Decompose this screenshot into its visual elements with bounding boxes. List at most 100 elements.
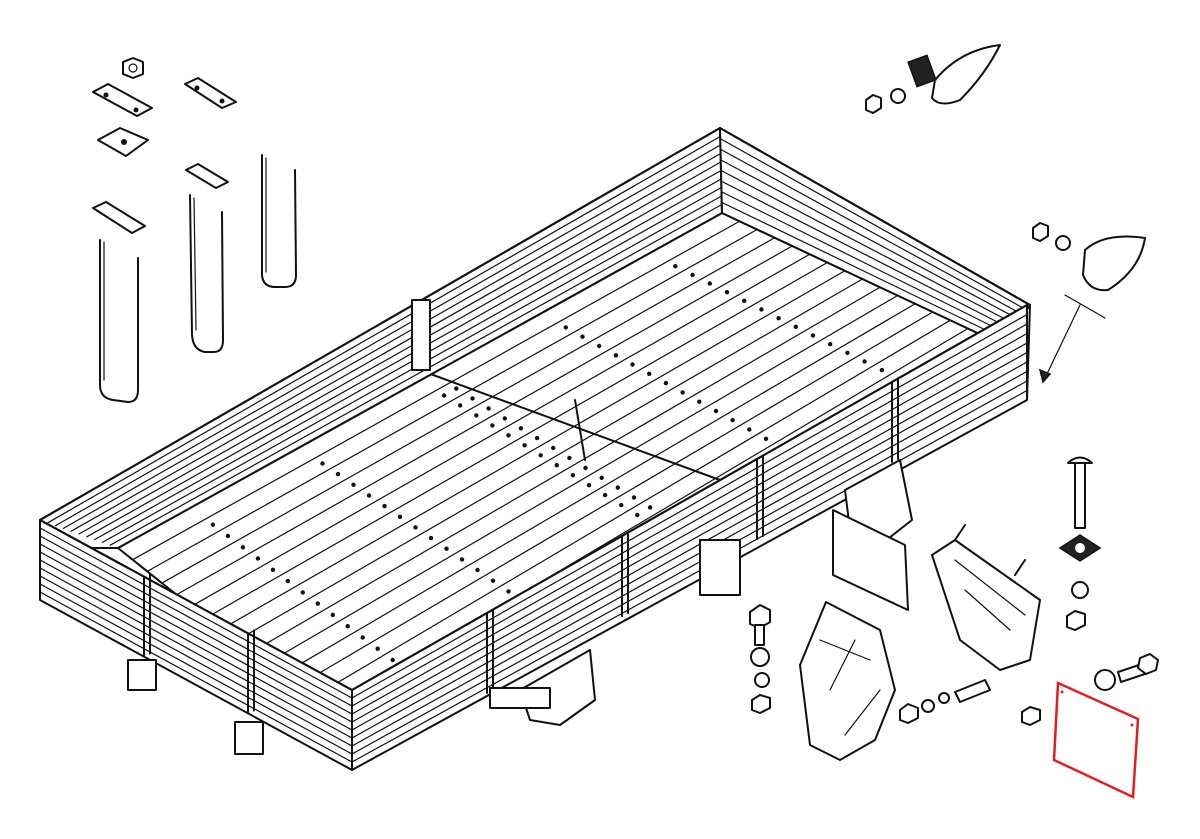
floor-bolt-hole bbox=[240, 545, 246, 550]
wall-slat bbox=[47, 135, 721, 524]
floor-bolt-hole bbox=[474, 413, 479, 418]
wall-slat bbox=[39, 591, 353, 763]
floor-bolt-hole bbox=[563, 325, 568, 330]
floor-bolt-hole bbox=[551, 445, 556, 451]
floor-bolt-hole bbox=[793, 324, 798, 329]
floor-plank-line bbox=[205, 261, 828, 619]
hex-nut-top bbox=[122, 57, 144, 79]
washer-left-1 bbox=[750, 647, 770, 667]
floor-bolt-hole bbox=[647, 505, 653, 510]
floor-bolt-hole bbox=[458, 403, 463, 408]
floor-bolt-hole bbox=[583, 465, 588, 471]
floor-bolt-hole bbox=[366, 493, 372, 498]
clamp-plate-2 bbox=[184, 77, 237, 109]
wall-slat bbox=[720, 159, 1021, 321]
floor-bolt-hole bbox=[335, 471, 341, 477]
wall-slat bbox=[39, 559, 353, 731]
wall-slat bbox=[62, 152, 722, 530]
floor-bolt-hole bbox=[522, 443, 527, 448]
floor-plank-line bbox=[292, 311, 934, 689]
mud-flap-hole bbox=[1060, 690, 1064, 694]
rubber-bumper-lower bbox=[1032, 222, 1146, 384]
floor-bolt-hole bbox=[647, 371, 652, 376]
floor-cross-seam bbox=[424, 371, 721, 481]
wall-slat bbox=[351, 323, 1028, 707]
clamp-plate-4 bbox=[92, 201, 146, 234]
wall-slat bbox=[54, 144, 722, 527]
floor-bolt-hole bbox=[502, 416, 507, 421]
wall-slat bbox=[721, 201, 1007, 341]
wall-slat bbox=[39, 551, 353, 723]
carriage-bolt-right bbox=[1067, 456, 1093, 529]
floor-bolt-hole bbox=[360, 635, 365, 640]
floor-bolt-hole bbox=[615, 485, 620, 490]
floor-bolt-hole bbox=[713, 408, 719, 414]
floor-bolt-hole bbox=[506, 589, 511, 594]
floor-bolt-hole bbox=[225, 533, 231, 539]
wall-slat bbox=[720, 180, 1014, 331]
floor-plank-line bbox=[249, 286, 881, 654]
wall-slat bbox=[351, 380, 1028, 755]
floor-bolt-hole bbox=[586, 483, 592, 488]
wall-slat bbox=[720, 191, 1011, 336]
u-bolt-2 bbox=[189, 194, 224, 353]
floor-bolt-hole bbox=[742, 298, 747, 303]
floor-bolt-hole bbox=[534, 435, 540, 441]
nut-right-1 bbox=[1066, 610, 1086, 631]
floor-bolt-hole bbox=[285, 578, 290, 584]
wall-slat bbox=[719, 148, 1024, 316]
bolt-set-right-lower bbox=[1021, 653, 1159, 726]
wall-slat bbox=[351, 332, 1028, 715]
floor-bolt-hole bbox=[475, 567, 480, 573]
floor-bolt-hole bbox=[397, 514, 403, 519]
bumper-nut-lower bbox=[1032, 222, 1049, 242]
floor-bolt-hole bbox=[351, 482, 356, 487]
divider-post bbox=[411, 299, 431, 371]
mud-flap-highlighted bbox=[1052, 681, 1140, 799]
floor-bolt-hole bbox=[390, 657, 395, 663]
floor-plank-line bbox=[219, 270, 846, 631]
floor-plank-line bbox=[263, 294, 899, 666]
floor-bolt-hole bbox=[828, 342, 833, 347]
floor-plank-line bbox=[234, 278, 864, 643]
u-bolt-1 bbox=[99, 239, 139, 403]
wall-slat bbox=[720, 169, 1018, 326]
floor-bolt-hole bbox=[879, 367, 885, 373]
wall-slat bbox=[351, 313, 1028, 699]
floor-bolt-hole bbox=[320, 461, 325, 466]
rear-mud-flap bbox=[832, 509, 909, 611]
floor-bolt-hole bbox=[345, 624, 350, 629]
wall-slat bbox=[719, 138, 1028, 311]
floor-bolt-hole bbox=[567, 455, 572, 461]
floor-bolt-hole bbox=[486, 406, 491, 411]
floor-plank-line bbox=[278, 303, 916, 678]
floor-plank-line bbox=[161, 237, 776, 584]
floor-bolt-hole bbox=[810, 333, 816, 338]
floor-bolt-hole bbox=[724, 290, 730, 295]
bed-mounting-brackets bbox=[127, 459, 913, 755]
bolt-set-center bbox=[899, 679, 991, 724]
floor-plank-line bbox=[175, 245, 793, 596]
floor-bolt-hole bbox=[428, 535, 434, 541]
floor-plank-line bbox=[307, 319, 951, 701]
floor-bolt-hole bbox=[845, 350, 850, 355]
wall-slat bbox=[39, 527, 353, 699]
wall-slat bbox=[39, 583, 353, 755]
floor-bolt-hole bbox=[375, 646, 380, 651]
wall-slat bbox=[39, 535, 353, 707]
floor-bolt-hole bbox=[613, 353, 619, 358]
wall-slat bbox=[39, 575, 353, 747]
floor-plank-line bbox=[146, 228, 758, 572]
clamp-plate-1 bbox=[92, 83, 153, 117]
wall-slat bbox=[39, 567, 353, 739]
mud-flap-hole bbox=[1130, 723, 1134, 727]
floor-bolt-hole bbox=[747, 427, 752, 432]
floor-bolt-hole bbox=[759, 307, 764, 312]
wall-slat bbox=[351, 389, 1028, 763]
floor-bolt-hole bbox=[315, 601, 320, 606]
floor-bolt-hole bbox=[444, 546, 449, 551]
floor-bolt-hole bbox=[690, 272, 695, 278]
wall-slat bbox=[351, 342, 1028, 723]
